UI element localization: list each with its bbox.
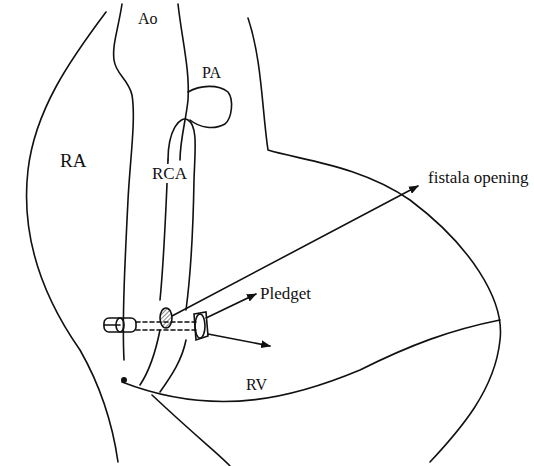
anatomy-label: fistala opening — [426, 168, 531, 187]
anatomy-label: PA — [200, 64, 223, 82]
rv-lower-boundary — [122, 320, 500, 401]
anatomy-label: RCA — [150, 164, 189, 183]
anatomy-label: Pledget — [258, 284, 313, 303]
anatomy-label: Ao — [136, 10, 160, 28]
aorta-right-wall — [178, 4, 188, 160]
aorta-left-wall — [114, 4, 134, 360]
right-atrium-outline — [27, 12, 118, 462]
leader-arrow — [208, 334, 270, 346]
rca-lower-right — [160, 340, 186, 392]
anatomy-label: RA — [58, 150, 88, 171]
anatomy-label: RV — [244, 376, 269, 394]
rca-right-wall — [168, 119, 195, 310]
septal-line — [152, 395, 230, 466]
left-pledget-cylinder — [104, 318, 136, 332]
rca-lower-left — [140, 330, 160, 385]
suture-end — [104, 324, 120, 326]
pulmonary-artery — [188, 86, 232, 127]
fistula-opening — [160, 308, 172, 328]
leader-arrow — [206, 294, 256, 318]
leader-arrow — [172, 186, 418, 316]
right-pledget — [194, 312, 208, 340]
junction-dot — [122, 378, 126, 382]
right-pledget-face — [195, 314, 205, 338]
ventricle-outline — [248, 18, 500, 462]
